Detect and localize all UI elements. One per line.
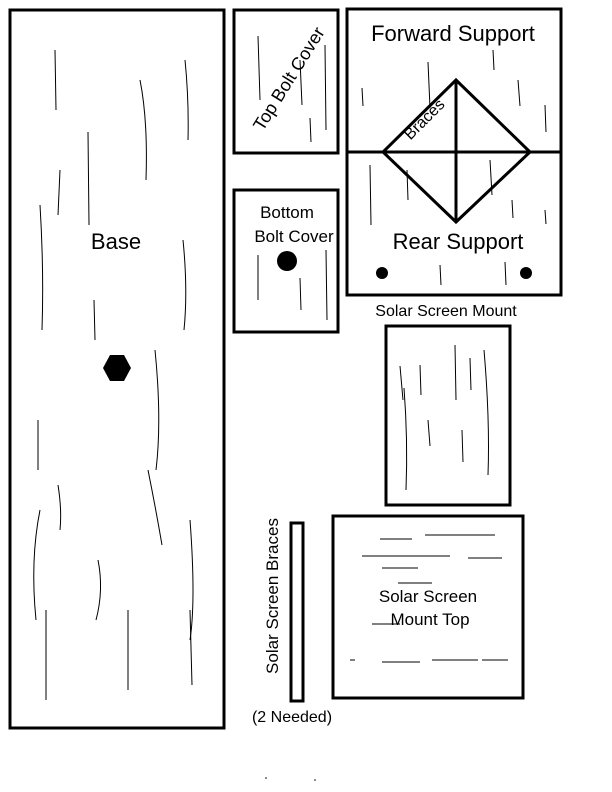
mount-panel-outline [384, 324, 512, 507]
bottom-bolt-cover-wood-grain [257, 249, 328, 321]
base-piece: Base [8, 8, 226, 730]
bottom-bolt-cover-piece: Bottom Bolt Cover [232, 188, 340, 334]
bolt-hole-icon [277, 251, 297, 271]
mount-panel-piece [384, 324, 512, 507]
rear-support-label: Rear Support [393, 229, 524, 254]
base-wood-grain [33, 49, 194, 700]
solar-screen-braces-label: Solar Screen Braces [263, 518, 282, 674]
solar-screen-mount-piece: Forward Support Braces Rear Support Sola… [345, 7, 563, 320]
solar-screen-mount-top-wood-grain [350, 534, 508, 663]
braces-diamond [380, 77, 533, 225]
mount-top-label-line1: Solar Screen [379, 587, 477, 606]
bolt-hole-left-icon [376, 267, 388, 279]
solar-screen-braces-outline [289, 521, 305, 703]
bottom-bolt-cover-label-line2: Bolt Cover [254, 227, 334, 246]
speck-mark [314, 779, 316, 781]
solar-screen-mount-wood-grain [361, 49, 547, 286]
base-label: Base [91, 229, 141, 254]
speck-mark [265, 777, 267, 779]
forward-support-label: Forward Support [371, 21, 535, 46]
two-needed-label: (2 Needed) [252, 709, 332, 726]
mount-top-label-line2: Mount Top [390, 610, 469, 629]
solar-screen-braces-piece: Solar Screen Braces (2 Needed) [252, 518, 332, 726]
top-bolt-cover-wood-grain [257, 35, 327, 143]
top-bolt-cover-piece: Top Bolt Cover [232, 8, 340, 155]
bottom-bolt-cover-label-line1: Bottom [260, 203, 314, 222]
bolt-hole-right-icon [520, 267, 532, 279]
mount-panel-wood-grain [399, 344, 489, 491]
solar-screen-mount-label: Solar Screen Mount [375, 303, 517, 320]
top-bolt-cover-outline [232, 8, 340, 155]
solar-screen-mount-top-outline [331, 514, 525, 700]
solar-screen-mount-top-piece: Solar Screen Mount Top [331, 514, 525, 700]
hex-bolt-icon [103, 355, 131, 381]
